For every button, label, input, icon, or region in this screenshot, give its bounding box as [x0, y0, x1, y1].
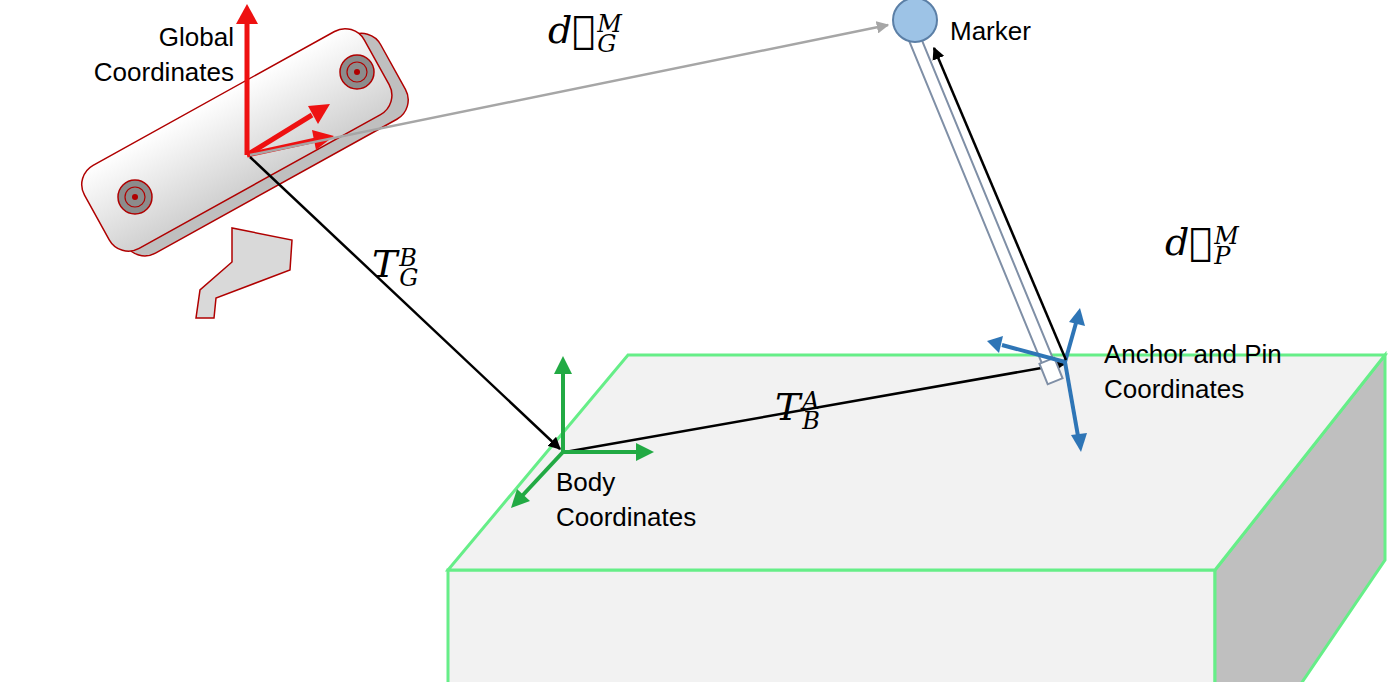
- pin-rod: [912, 32, 1063, 384]
- transform-arrow: [565, 364, 1064, 452]
- transform-label: TAB: [775, 385, 820, 431]
- anchor-axes: [987, 308, 1087, 452]
- frame-label: Global Coordinates: [62, 20, 234, 90]
- transform-arrow: [250, 157, 560, 449]
- vector-label: d⃗MP: [1165, 220, 1239, 266]
- transform-label: TBG: [372, 242, 419, 288]
- global-axes: [236, 4, 334, 155]
- marker-sphere: [893, 0, 937, 42]
- frame-label: Anchor and Pin Coordinates: [1104, 337, 1324, 407]
- frame-label: Body Coordinates: [556, 465, 736, 535]
- vector-label: d⃗MG: [548, 8, 622, 54]
- vector-arrow: [934, 48, 1066, 360]
- marker-label: Marker: [950, 14, 1090, 49]
- body-block: [448, 355, 1385, 682]
